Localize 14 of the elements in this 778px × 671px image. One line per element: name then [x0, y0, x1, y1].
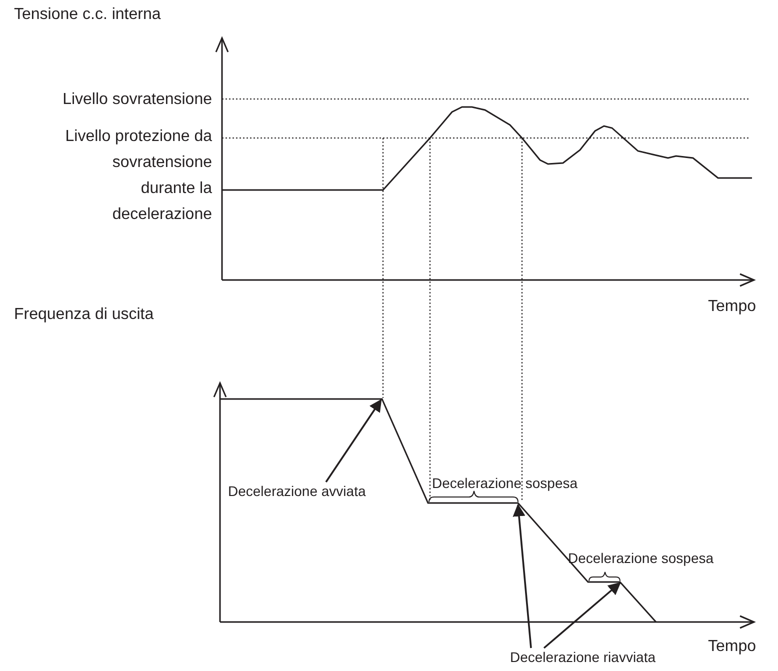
- axis-title: Tensione c.c. interna: [14, 5, 161, 25]
- annotation-text: Decelerazione riavviata: [510, 648, 656, 666]
- axis-title: Tempo: [708, 297, 756, 317]
- level-label: Livello sovratensione: [62, 90, 212, 110]
- axis-title: Frequenza di uscita: [14, 305, 154, 325]
- leader-arrow: [325, 398, 382, 482]
- frequency-curve: [220, 398, 657, 622]
- bracket-label: Decelerazione sospesa: [432, 474, 578, 492]
- level-label: Livello protezione da sovratensione durante la decelerazione: [64, 127, 212, 225]
- leader-arrow: [512, 504, 532, 648]
- axis-title: Tempo: [708, 637, 756, 657]
- bracket-label: Decelerazione sospesa: [568, 549, 714, 567]
- leader-arrow: [543, 582, 621, 649]
- annotation-text: Decelerazione avviata: [228, 482, 366, 500]
